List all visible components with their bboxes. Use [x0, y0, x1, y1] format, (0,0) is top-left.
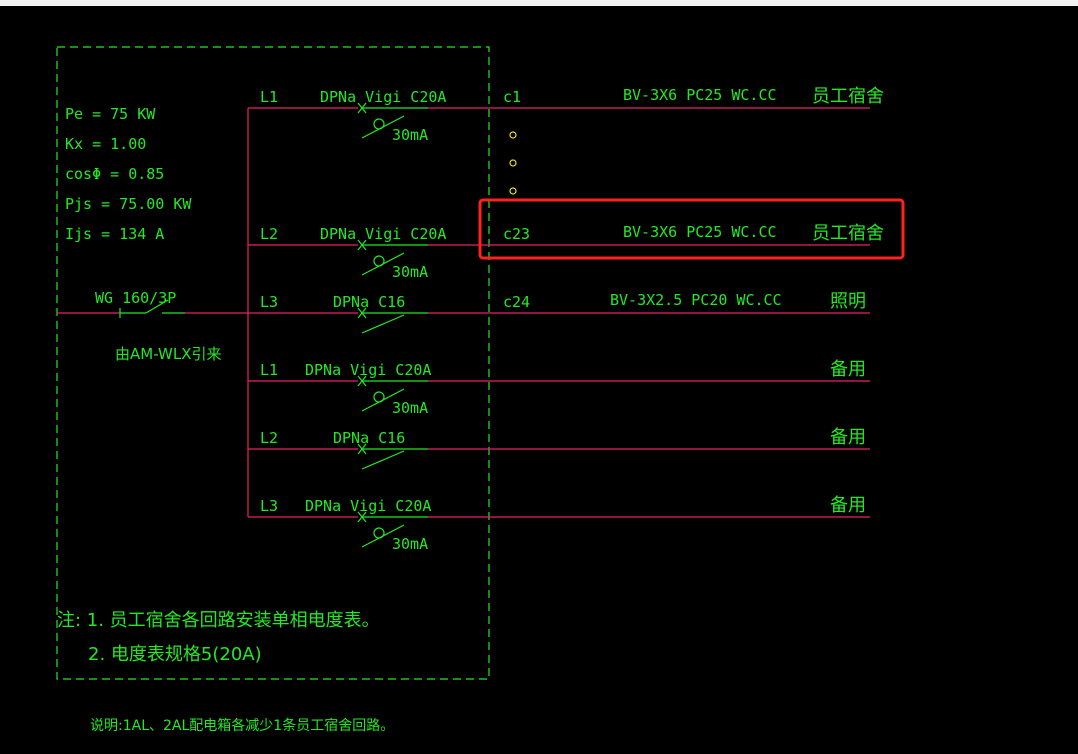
circuit-id: c23: [503, 225, 530, 243]
circuit-usage: 照明: [830, 291, 866, 312]
load-parameters: Pe = 75 KW Kx = 1.00 cosΦ = 0.85 Pjs = 7…: [65, 105, 192, 243]
breaker-label: DPNa Vigi C20A: [320, 225, 446, 243]
ellipsis-dot: [509, 159, 517, 167]
param-ijs: Ijs = 134 A: [65, 225, 164, 243]
breaker-label: DPNa Vigi C20A: [305, 361, 431, 379]
main-breaker-label: WG 160/3P: [95, 289, 176, 307]
circuit-id: c24: [503, 293, 530, 311]
circuit-row: L3 DPNa C16 c24 BV-3X2.5 PC20 WC.CC 照明: [248, 291, 870, 334]
breaker-label: DPNa C16: [333, 293, 405, 311]
phase-label: L1: [260, 361, 278, 379]
circuit-row: 30mA L1 DPNa Vigi C20A 备用: [248, 359, 870, 417]
ellipsis-dot: [509, 187, 517, 195]
circuit-id: c1: [503, 88, 521, 106]
breaker-blade: [361, 314, 405, 334]
source-label: 由AM-WLX引来: [115, 345, 221, 363]
continuation-dots: [509, 131, 517, 195]
rcd-rating: 30mA: [392, 535, 428, 553]
breaker-label: DPNa C16: [333, 429, 405, 447]
breaker-label: DPNa Vigi C20A: [320, 88, 446, 106]
phase-label: L2: [260, 429, 278, 447]
circuit-usage: 备用: [830, 495, 866, 516]
phase-label: L3: [260, 293, 278, 311]
param-kx: Kx = 1.00: [65, 135, 146, 153]
breaker-blade: [361, 450, 405, 470]
footer-note: 说明:1AL、2AL配电箱各减少1条员工宿舍回路。: [90, 717, 394, 734]
rcd-rating: 30mA: [392, 126, 428, 144]
circuit-usage: 员工宿舍: [812, 86, 884, 107]
note-line-2: 2. 电度表规格5(20A): [88, 644, 262, 665]
ellipsis-dot: [509, 131, 517, 139]
rcd-ring-icon: [373, 527, 385, 539]
cable-spec: BV-3X6 PC25 WC.CC: [623, 223, 777, 241]
highlight-box: [478, 198, 905, 260]
main-breaker: WG 160/3P 由AM-WLX引来: [57, 289, 248, 363]
window-top-edge: [0, 0, 1078, 6]
rcd-ring-icon: [373, 118, 385, 130]
rcd-ring-icon: [373, 391, 385, 403]
phase-label: L3: [260, 497, 278, 515]
cable-spec: BV-3X6 PC25 WC.CC: [623, 86, 777, 104]
breaker-label: DPNa Vigi C20A: [305, 497, 431, 515]
param-pe: Pe = 75 KW: [65, 105, 156, 123]
circuit-row: 30mA L2 DPNa Vigi C20A c23 BV-3X6 PC25 WC.CC…: [248, 223, 884, 281]
phase-label: L1: [260, 88, 278, 106]
rcd-ring-icon: [373, 255, 385, 267]
circuit-row: 30mA L1 DPNa Vigi C20A c1 BV-3X6 PC25 WC.CC 员…: [248, 86, 884, 144]
rcd-rating: 30mA: [392, 263, 428, 281]
rcd-rating: 30mA: [392, 399, 428, 417]
main-breaker-blade: [145, 299, 169, 314]
circuit-usage: 备用: [830, 427, 866, 448]
note-line-1: 注: 1. 员工宿舍各回路安装单相电度表。: [57, 610, 380, 631]
param-cos-phi: cosΦ = 0.85: [65, 165, 164, 183]
distribution-box-frame: [56, 46, 490, 680]
circuit-row: 30mA L3 DPNa Vigi C20A 备用: [248, 495, 870, 553]
circuit-usage: 备用: [830, 359, 866, 380]
phase-label: L2: [260, 225, 278, 243]
cable-spec: BV-3X2.5 PC20 WC.CC: [610, 291, 782, 309]
param-pjs: Pjs = 75.00 KW: [65, 195, 192, 213]
circuit-usage: 员工宿舍: [812, 223, 884, 244]
circuit-row: L2 DPNa C16 备用: [248, 427, 870, 470]
